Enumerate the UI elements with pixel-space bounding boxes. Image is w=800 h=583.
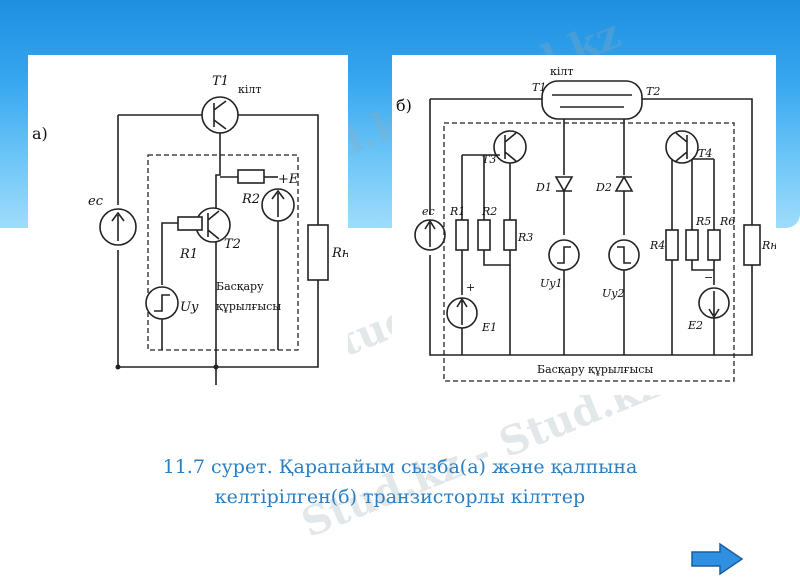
label-r4: R4	[649, 239, 665, 252]
resistor-r1	[455, 219, 469, 251]
transistor-t4	[665, 130, 699, 164]
resistor-rn	[743, 224, 761, 266]
diode-d1	[554, 176, 574, 193]
label-t3: T3	[482, 153, 496, 166]
wire	[461, 250, 511, 295]
wire	[671, 260, 715, 355]
label-key: кілт	[238, 83, 261, 96]
label-t2: T2	[224, 237, 241, 252]
label-minus: −	[704, 271, 713, 284]
next-slide-button[interactable]	[690, 542, 744, 576]
wire	[616, 176, 632, 235]
resistor-rn	[307, 224, 329, 281]
resistor-r2	[477, 219, 491, 251]
control-label-1: Басқару	[216, 280, 264, 293]
diagram-a-panel: а) T1 кілт ec Rн T2 R1 Uy R2 +E Басқару …	[28, 55, 350, 395]
wire	[429, 99, 753, 356]
resistor-r4	[665, 229, 679, 261]
step-icon	[154, 294, 170, 312]
transistor-t3-symbol	[504, 132, 517, 162]
label-t2: T2	[646, 85, 660, 98]
transistor-t1-symbol	[213, 100, 227, 130]
key-block-wires	[552, 94, 632, 108]
label-ec: ec	[88, 194, 104, 209]
wire	[430, 98, 753, 225]
transistor-t1	[201, 96, 239, 134]
label-plus: +	[466, 281, 475, 294]
wire	[556, 190, 572, 235]
arrow-down-icon	[708, 291, 720, 319]
caption-line-1: 11.7 сурет. Қарапайым сызба(а) және қалп…	[162, 456, 638, 478]
diode-d2	[614, 175, 634, 192]
panel-a-label: а)	[32, 124, 48, 143]
label-ec: ec	[422, 205, 435, 218]
label-r1: R1	[449, 205, 465, 218]
label-d1: D1	[535, 181, 552, 194]
transistor-t4-symbol	[675, 132, 688, 162]
label-rn: Rн	[761, 239, 776, 252]
label-t1: T1	[532, 81, 546, 94]
arrow-up-icon	[424, 219, 436, 247]
diagram-b-panel: б) кілт T1 T2 ec Rн Басқару құрылғысы T3…	[392, 55, 778, 395]
wire	[238, 114, 319, 225]
label-r3: R3	[517, 231, 533, 244]
key-block	[541, 80, 643, 120]
node	[115, 364, 121, 370]
resistor-r1	[177, 216, 203, 231]
wire	[215, 133, 221, 367]
diagram-a-schematic: а) T1 кілт ec Rн T2 R1 Uy R2 +E Басқару …	[32, 74, 350, 385]
label-t4: T4	[698, 147, 712, 160]
label-e: +E	[278, 172, 299, 187]
transistor-t2-symbol	[207, 210, 220, 240]
resistor-r6	[707, 229, 721, 261]
control-label-2: құрылғысы	[216, 300, 281, 313]
figure-caption: 11.7 сурет. Қарапайым сызба(а) және қалп…	[120, 452, 680, 512]
control-label: Басқару құрылғысы	[537, 363, 653, 376]
label-e1: E1	[481, 321, 497, 334]
arrow-right-icon	[691, 542, 744, 576]
label-r6: R6	[719, 215, 735, 228]
label-e2: E2	[687, 319, 703, 332]
label-r2: R2	[481, 205, 497, 218]
control-box	[147, 154, 299, 351]
wire	[461, 154, 511, 220]
panel-b-label: б)	[396, 96, 412, 115]
label-r2: R2	[241, 192, 260, 207]
transistor-t3	[493, 130, 527, 164]
arrow-up-icon	[271, 189, 285, 217]
diagram-b-schematic: б) кілт T1 T2 ec Rн Басқару құрылғысы T3…	[396, 65, 778, 382]
label-r5: R5	[695, 215, 711, 228]
wire	[671, 158, 715, 230]
resistor-r5	[685, 229, 699, 261]
resistor-r2	[237, 169, 265, 184]
step-icon	[617, 246, 631, 264]
control-box	[443, 122, 735, 382]
label-key: кілт	[550, 65, 573, 78]
wire	[161, 222, 178, 285]
label-t1: T1	[212, 74, 229, 89]
label-rn: Rн	[331, 246, 348, 261]
label-uy2: Uy2	[602, 287, 624, 300]
caption-line-2: келтірілген(б) транзисторлы кілттер	[214, 486, 586, 508]
resistor-r3	[503, 219, 517, 251]
label-uy: Uy	[180, 300, 199, 315]
step-icon	[557, 246, 571, 264]
label-d2: D2	[595, 181, 612, 194]
label-uy1: Uy1	[540, 277, 562, 290]
label-r1: R1	[179, 247, 198, 262]
arrow-up-icon	[456, 297, 468, 325]
arrow-up-icon	[111, 211, 125, 241]
